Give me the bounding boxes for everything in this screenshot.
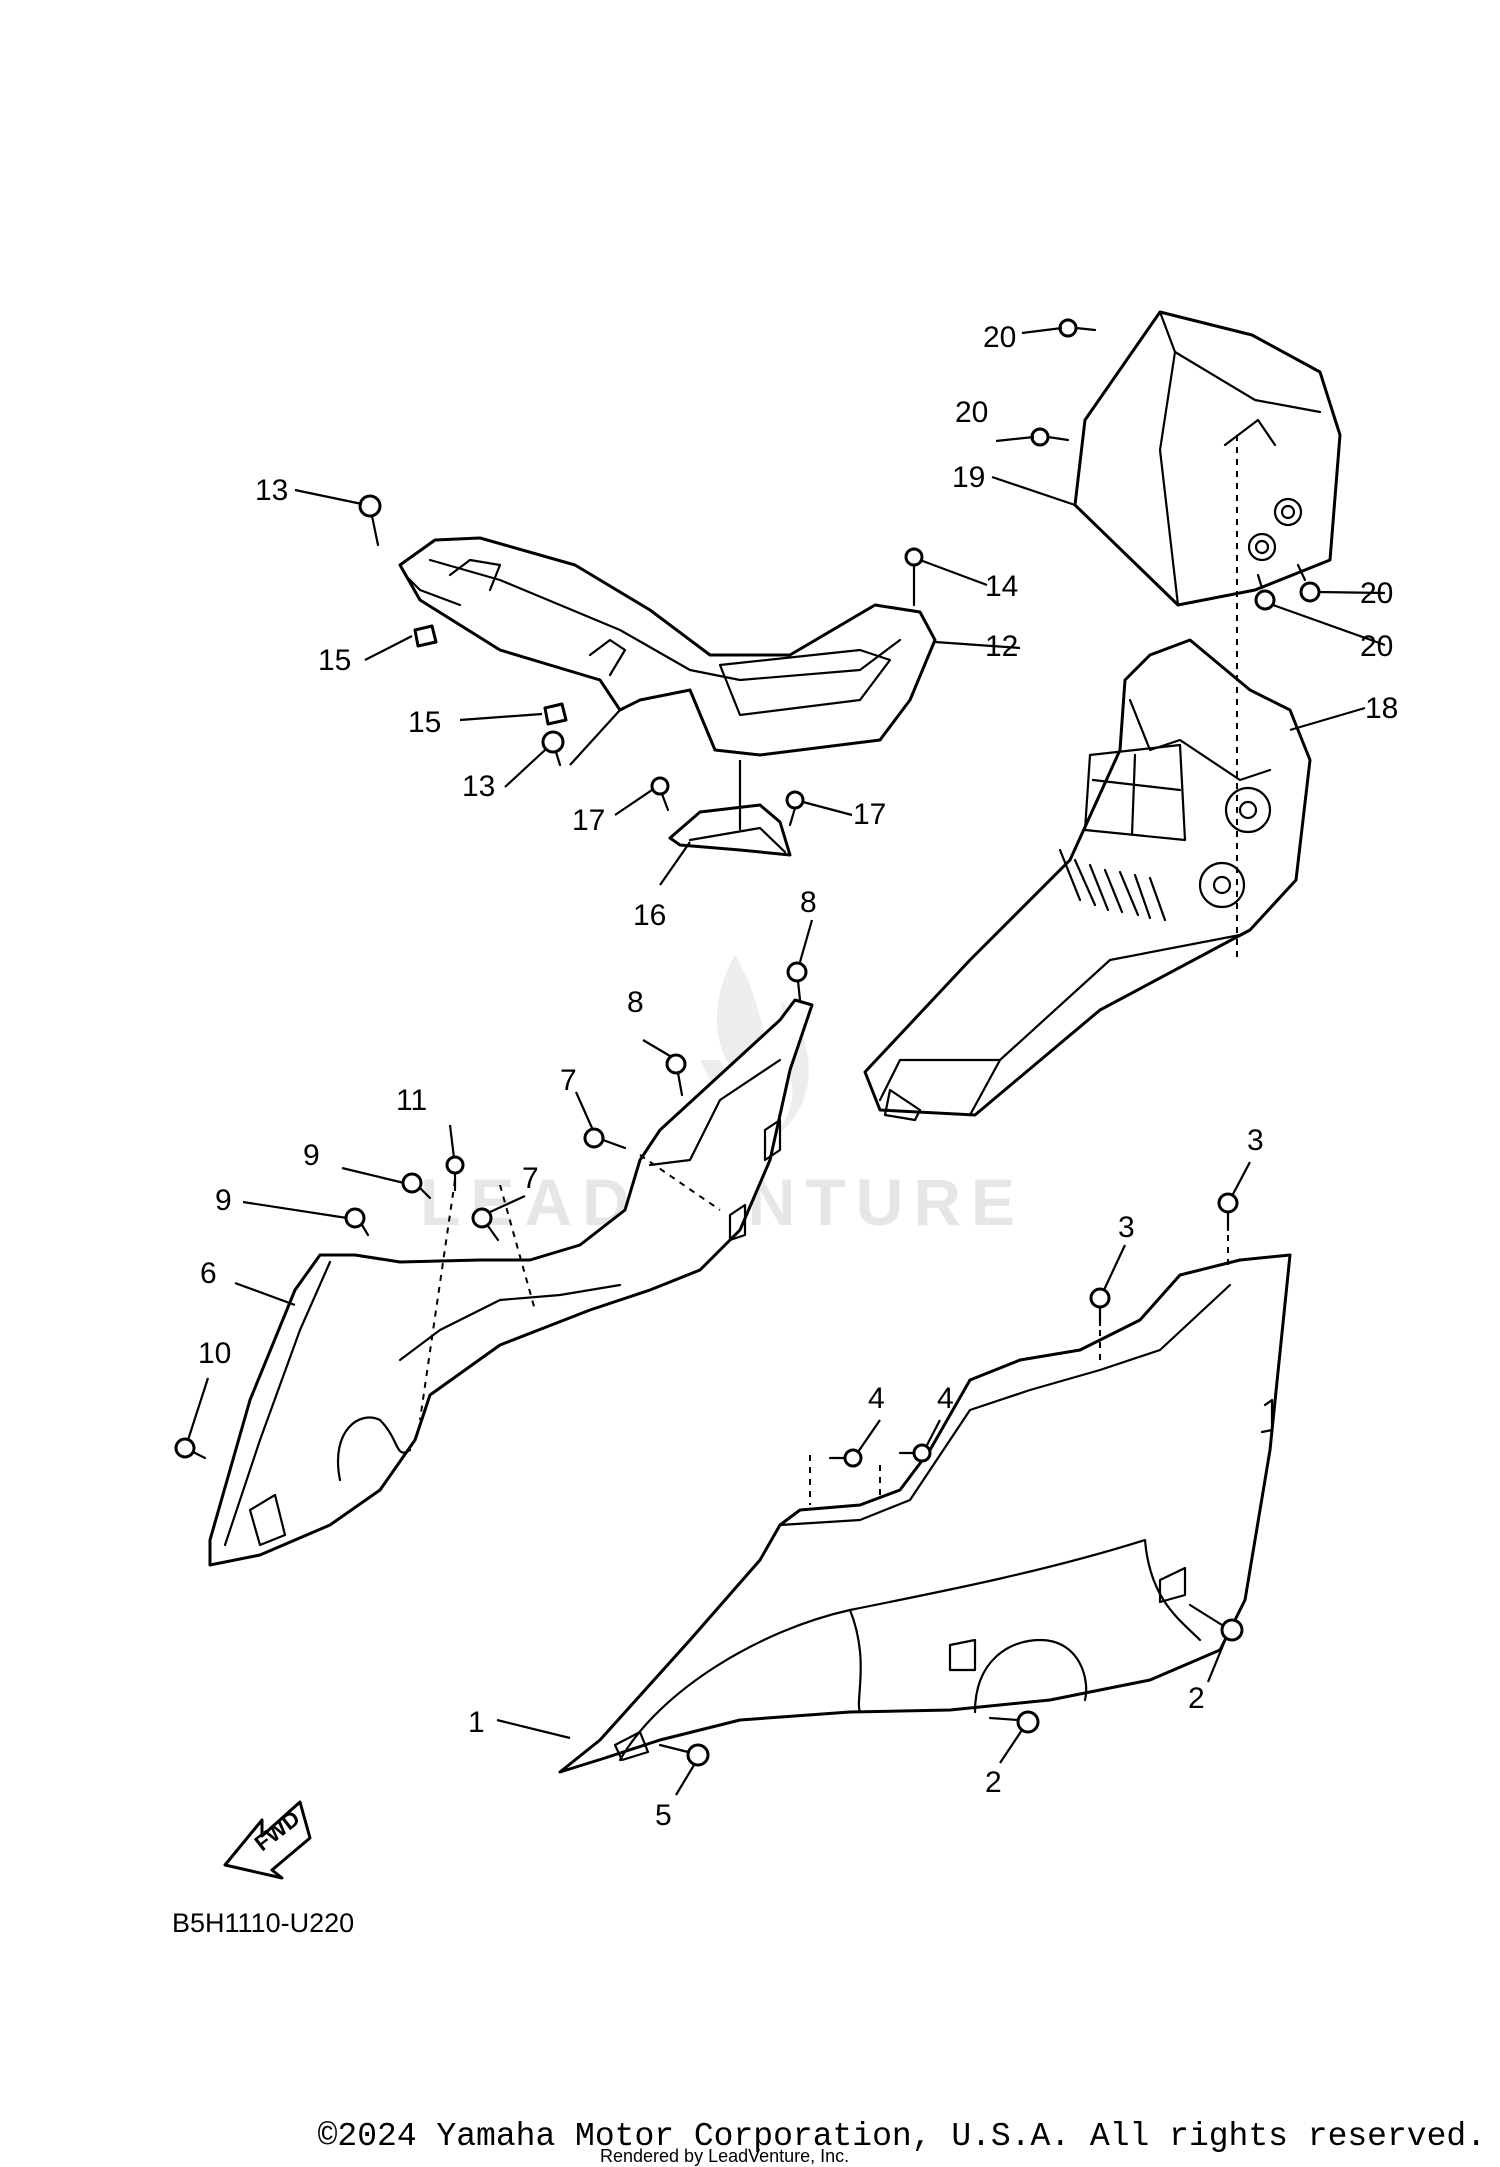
callout-3b: 3 bbox=[1118, 1211, 1135, 1244]
callout-4b: 4 bbox=[937, 1382, 954, 1415]
bolt-9a bbox=[401, 1172, 432, 1200]
clip-15a bbox=[413, 624, 438, 648]
clip-15b bbox=[543, 702, 568, 726]
callout-13a: 13 bbox=[255, 474, 288, 507]
callout-17a: 17 bbox=[572, 804, 605, 837]
bolt-9b bbox=[344, 1207, 370, 1237]
bolt-5 bbox=[658, 1743, 710, 1767]
callout-labels: 1 2 2 3 3 4 4 5 6 7 7 8 8 9 9 10 11 12 1… bbox=[198, 321, 1398, 1832]
callout-20b: 20 bbox=[955, 396, 988, 429]
callout-11: 11 bbox=[396, 1084, 427, 1117]
bolt-4a bbox=[828, 1448, 863, 1468]
leader-dashed-1 bbox=[809, 1235, 1229, 1505]
callout-20a: 20 bbox=[983, 321, 1016, 354]
callout-7a: 7 bbox=[560, 1064, 577, 1097]
bolt-2a bbox=[1188, 1603, 1244, 1642]
part-6-left-side-cover bbox=[208, 998, 814, 1567]
leader-lines bbox=[186, 326, 1386, 1796]
part-19-upper-cover bbox=[1073, 310, 1342, 607]
leader-dashed-6 bbox=[419, 1154, 721, 1421]
bolt-14 bbox=[904, 547, 924, 607]
part-12-seat bbox=[398, 536, 937, 757]
callout-16: 16 bbox=[633, 899, 666, 932]
callout-14: 14 bbox=[985, 570, 1018, 603]
bolt-20b bbox=[1030, 427, 1070, 447]
bolt-7b bbox=[471, 1207, 500, 1242]
callout-19: 19 bbox=[952, 461, 985, 494]
callout-8a: 8 bbox=[800, 886, 817, 919]
diagram-code: B5H1110-U220 bbox=[172, 1908, 354, 1938]
bolt-4b bbox=[898, 1443, 932, 1463]
bolt-17a bbox=[650, 776, 670, 812]
bolt-13a bbox=[358, 494, 382, 547]
bolt-20a bbox=[1058, 318, 1097, 338]
bolt-17b bbox=[785, 790, 805, 827]
callout-20d: 20 bbox=[1360, 630, 1393, 663]
bolt-8a bbox=[786, 961, 808, 1002]
part-1-right-side-cover bbox=[558, 1253, 1292, 1774]
part-16-bracket bbox=[668, 803, 792, 857]
fasteners bbox=[174, 318, 1321, 1767]
bolt-13b bbox=[541, 730, 565, 767]
callout-2a: 2 bbox=[1188, 1682, 1205, 1715]
part-18-lower-cover bbox=[863, 638, 1312, 1122]
callout-6: 6 bbox=[200, 1257, 217, 1290]
callout-9a: 9 bbox=[303, 1139, 320, 1172]
rendered-by-notice: Rendered by LeadVenture, Inc. bbox=[600, 2146, 850, 2166]
callout-20c: 20 bbox=[1360, 577, 1393, 610]
callout-18: 18 bbox=[1365, 692, 1398, 725]
callout-8b: 8 bbox=[627, 986, 644, 1019]
callout-4a: 4 bbox=[868, 1382, 885, 1415]
callout-2b: 2 bbox=[985, 1766, 1002, 1799]
bolt-20d bbox=[1254, 573, 1276, 611]
callout-3a: 3 bbox=[1247, 1124, 1264, 1157]
callout-13b: 13 bbox=[462, 770, 495, 803]
bolt-3a bbox=[1217, 1192, 1239, 1232]
callout-12: 12 bbox=[985, 630, 1018, 663]
bolt-20c bbox=[1296, 563, 1321, 603]
bolt-3b bbox=[1089, 1287, 1111, 1327]
bolt-10 bbox=[174, 1437, 207, 1460]
callout-15a: 15 bbox=[318, 644, 351, 677]
callout-17b: 17 bbox=[853, 798, 886, 831]
callout-7b: 7 bbox=[522, 1162, 539, 1195]
copyright-notice: ©2024 Yamaha Motor Corporation, U.S.A. A… bbox=[317, 2118, 1486, 2155]
bolt-11 bbox=[445, 1155, 465, 1192]
callout-5: 5 bbox=[655, 1799, 672, 1832]
callout-1: 1 bbox=[468, 1706, 485, 1739]
callout-10: 10 bbox=[198, 1337, 231, 1370]
callout-15b: 15 bbox=[408, 706, 441, 739]
fwd-arrow-icon: FWD bbox=[223, 1800, 312, 1880]
callout-9b: 9 bbox=[215, 1184, 232, 1217]
bolt-7a bbox=[583, 1127, 627, 1150]
bolt-8b bbox=[665, 1053, 687, 1097]
bolt-2b bbox=[988, 1710, 1040, 1734]
